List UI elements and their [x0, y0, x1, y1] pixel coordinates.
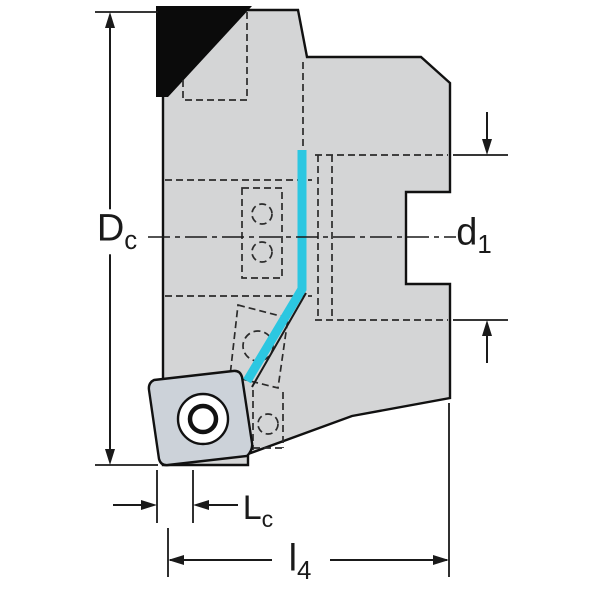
dc-label-main: D [96, 207, 125, 250]
l4-dimension [167, 403, 450, 577]
lc-label-main: L [242, 489, 262, 528]
insert-screw-hole-inner [187, 403, 219, 435]
d1-label-main: d [456, 211, 478, 254]
cutting-edge-highlight [243, 150, 307, 384]
hidden-screw-hole-2 [251, 241, 273, 263]
dc-label: Dc [93, 207, 141, 255]
hidden-screw-below-head [257, 413, 279, 435]
cutting-edge-line [251, 292, 307, 388]
d1-dimension [453, 112, 508, 363]
d1-label-sub: 1 [477, 230, 492, 259]
top-insert-silhouette [156, 6, 252, 97]
hidden-insert-lower [229, 303, 289, 390]
hidden-screw-below [252, 390, 284, 450]
l4-label-main: l [288, 537, 298, 580]
l4-label: l4 [285, 537, 315, 585]
l4-label-sub: 4 [297, 556, 312, 585]
hidden-pocket-rect [241, 187, 283, 279]
dc-label-sub: c [124, 226, 138, 255]
d1-label: d1 [456, 213, 492, 258]
lc-dimension [113, 470, 238, 523]
hidden-screw-hole-1 [251, 203, 273, 225]
lc-label-sub: c [261, 505, 274, 532]
lc-label: Lc [243, 491, 273, 531]
hidden-pocket-top [182, 12, 248, 101]
hidden-pocket-middle-lines [165, 179, 312, 297]
